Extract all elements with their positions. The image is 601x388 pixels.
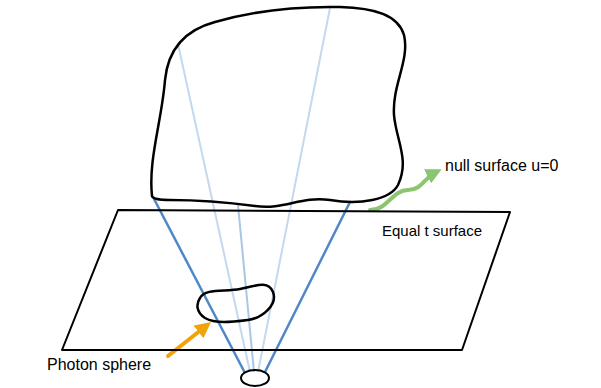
plane-outline xyxy=(62,210,510,350)
light-ray xyxy=(153,197,245,373)
null-surface-section xyxy=(151,7,405,207)
photon-sphere-outline xyxy=(197,285,273,322)
surface-label: null surface u=0 xyxy=(445,156,558,175)
callout-label: Photon sphere xyxy=(47,355,151,374)
pointer-arrow xyxy=(370,172,436,210)
light-ray xyxy=(258,8,330,372)
surface-plane: Equal t surface xyxy=(60,208,512,352)
plane-label: Equal t surface xyxy=(382,222,482,240)
light-ray xyxy=(265,202,350,372)
vertex-loop xyxy=(241,370,269,386)
pointer-arrow xyxy=(168,326,206,356)
